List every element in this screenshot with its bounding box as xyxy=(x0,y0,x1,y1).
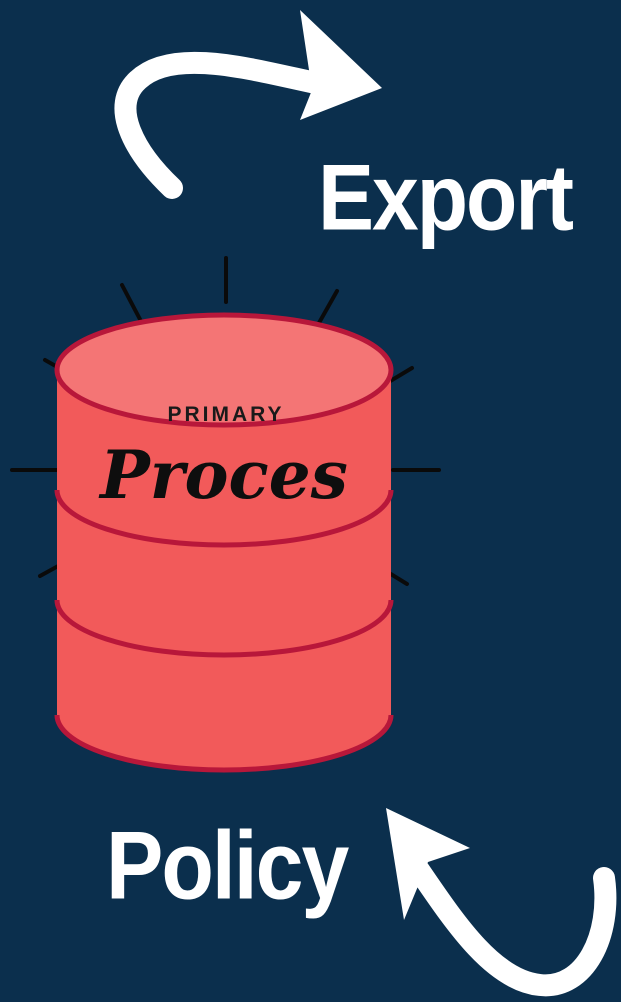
database-main-label: Proces xyxy=(98,436,348,514)
curved-arrow-bottom-icon xyxy=(386,808,617,997)
database-top-label: PRIMARY xyxy=(167,403,284,426)
policy-label: Policy xyxy=(106,812,349,920)
export-label: Export xyxy=(318,144,574,250)
curved-arrow-top-icon xyxy=(114,10,382,199)
database-cylinder-icon: PRIMARY Proces xyxy=(54,312,394,773)
tick-mark xyxy=(120,283,145,327)
